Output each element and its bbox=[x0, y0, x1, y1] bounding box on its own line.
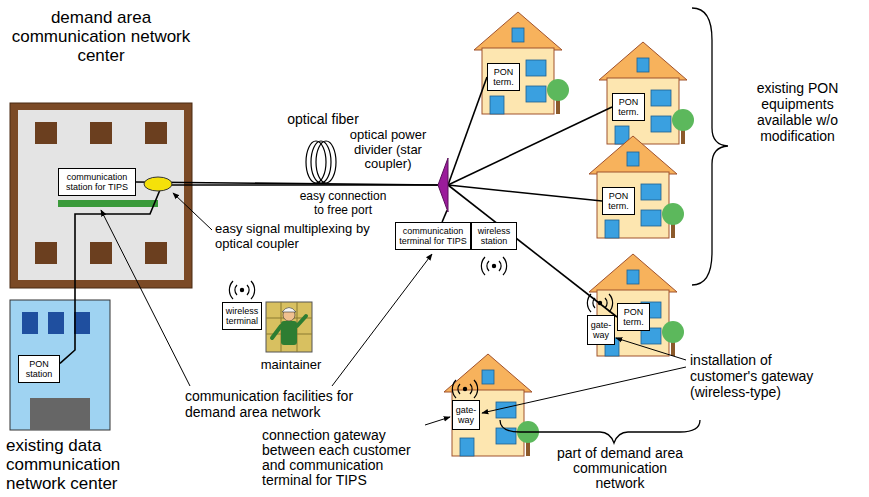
star-coupler-shape bbox=[438, 158, 448, 212]
annotation-label: existing PON equipments available w/o mo… bbox=[735, 80, 860, 144]
node-text: communication terminal for TIPS bbox=[397, 226, 469, 247]
annotation-label: optical fiber bbox=[278, 112, 368, 127]
annotation-label: installation of customer's gateway (wire… bbox=[690, 352, 830, 400]
optical-fiber-line bbox=[448, 185, 617, 317]
house bbox=[599, 42, 694, 144]
equipment-box: PON term. bbox=[612, 93, 645, 121]
optical-coupler bbox=[144, 177, 172, 191]
building-node: existing data communication network cent… bbox=[10, 300, 110, 430]
bracket bbox=[500, 420, 700, 443]
equipment-box: communication station for TIPS bbox=[58, 168, 136, 196]
star-coupler-triangle bbox=[438, 158, 448, 212]
radio-waves bbox=[229, 281, 254, 299]
node-text: PON term. bbox=[614, 97, 643, 118]
equipment-box: communication terminal for TIPS bbox=[395, 222, 471, 250]
annotation-label: communication facilities for demand area… bbox=[185, 388, 365, 420]
optical-fiber-line bbox=[442, 210, 447, 222]
equipment-box: PON term. bbox=[602, 187, 635, 215]
annotation-label: maintainer bbox=[258, 358, 324, 372]
node-heading: demand area communication network center bbox=[10, 8, 192, 65]
node-text: PON term. bbox=[619, 307, 648, 328]
annotation-label: part of demand area communication networ… bbox=[553, 446, 687, 491]
node-text: gate-way bbox=[454, 405, 478, 426]
house bbox=[589, 136, 684, 238]
star-coupler: optical power divider (star coupler) bbox=[438, 158, 448, 212]
node-text: PON term. bbox=[489, 67, 518, 88]
maintainer-figure bbox=[266, 302, 312, 352]
optical-fiber-line bbox=[448, 185, 602, 201]
annotation-label: easy signal multiplexing by optical coup… bbox=[215, 222, 375, 252]
demand-center-building bbox=[10, 103, 192, 288]
equipment-box: PON term. bbox=[617, 303, 650, 331]
annotation-label: connection gateway between each customer… bbox=[262, 428, 437, 488]
data-center-building bbox=[10, 300, 110, 430]
bracket bbox=[692, 8, 728, 285]
node-text: communication station for TIPS bbox=[60, 172, 134, 193]
optical-fiber-line bbox=[448, 107, 612, 185]
node-text: wireless terminal bbox=[224, 306, 260, 327]
node-text: PON term. bbox=[604, 191, 633, 212]
building-node: demand area communication network center… bbox=[10, 103, 192, 288]
optical-fiber-line bbox=[60, 185, 438, 363]
equipment-box: gate-way bbox=[452, 400, 480, 430]
leader-line bbox=[101, 193, 686, 425]
radio-waves bbox=[452, 380, 477, 398]
equipment-box: PON term. bbox=[487, 63, 520, 91]
equipment-box: gate-way bbox=[587, 315, 615, 345]
node-heading: optical power divider (star coupler) bbox=[342, 128, 434, 172]
node-text: PON station bbox=[20, 359, 58, 380]
node-text: gate-way bbox=[589, 320, 613, 341]
equipment-box: wireless station bbox=[471, 222, 517, 250]
house bbox=[444, 354, 539, 456]
node-heading: existing data communication network cent… bbox=[6, 436, 146, 493]
equipment-box: wireless terminal bbox=[222, 302, 262, 330]
radio-waves bbox=[481, 257, 506, 275]
house bbox=[474, 12, 569, 114]
fiber-coil bbox=[306, 141, 336, 183]
node-text: wireless station bbox=[473, 226, 515, 247]
equipment-box: PON station bbox=[18, 355, 60, 383]
annotation-label: easy connection to free port bbox=[294, 190, 392, 218]
